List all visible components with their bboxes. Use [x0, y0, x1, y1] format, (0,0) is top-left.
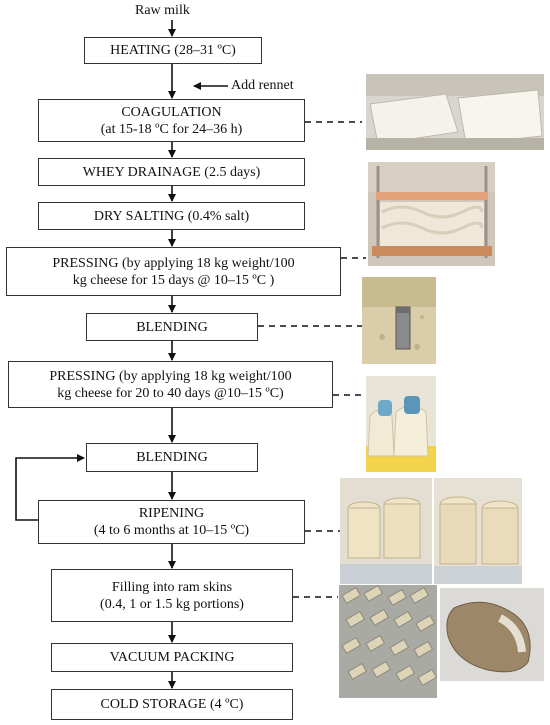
step-whey-drainage: WHEY DRAINAGE (2.5 days) [38, 158, 305, 186]
step-heating-label: HEATING (28–31 ºC) [110, 43, 236, 58]
step-filling-label: Filling into ram skins [111, 579, 233, 595]
step-dry-salting-label: DRY SALTING (0.4% salt) [93, 208, 250, 224]
step-heating: HEATING (28–31 ºC) [84, 37, 262, 64]
step-whey-drainage-label: WHEY DRAINAGE (2.5 days) [82, 164, 261, 180]
raw-milk-label: Raw milk [135, 3, 190, 18]
whey-drainage-rack-photo [368, 162, 495, 266]
step-ripening-label: RIPENING [138, 506, 205, 521]
ram-skin-portions-photo [339, 585, 437, 698]
step-filling-ram-skins: Filling into ram skins (0.4, 1 or 1.5 kg… [51, 569, 293, 622]
step-blending-2-label: BLENDING [136, 450, 208, 465]
pressing-weights-photo [366, 376, 436, 472]
step-pressing-1: PRESSING (by applying 18 kg weight/100 k… [6, 247, 341, 296]
step-filling-detail: (0.4, 1 or 1.5 kg portions) [100, 596, 244, 612]
step-pressing-2: PRESSING (by applying 18 kg weight/100 k… [8, 361, 333, 408]
step-cold-storage-label: COLD STORAGE (4 ºC) [100, 697, 244, 712]
ripening-cheeses-photo [340, 478, 432, 584]
step-cold-storage: COLD STORAGE (4 ºC) [51, 689, 293, 720]
step-pressing-1-detail: kg cheese for 15 days @ 10–15 ºC ) [72, 272, 275, 288]
step-pressing-2-label: PRESSING (by applying 18 kg weight/100 [49, 368, 292, 384]
step-vacuum-packing: VACUUM PACKING [51, 643, 293, 672]
step-pressing-2-detail: kg cheese for 20 to 40 days @10–15 ºC) [57, 385, 284, 401]
step-ripening: RIPENING (4 to 6 months at 10–15 ºC) [38, 500, 305, 544]
step-blending-2: BLENDING [86, 443, 258, 472]
ripening-cheeses-photo-2 [434, 478, 522, 584]
step-coagulation-label: COAGULATION [121, 104, 222, 120]
step-coagulation: COAGULATION (at 15-18 ºC for 24–36 h) [38, 99, 305, 142]
step-ripening-detail: (4 to 6 months at 10–15 ºC) [93, 523, 250, 538]
blending-curd-photo [362, 277, 436, 364]
flow-arrows [15, 20, 228, 689]
step-blending-1-label: BLENDING [136, 319, 208, 335]
step-pressing-1-label: PRESSING (by applying 18 kg weight/100 [52, 255, 295, 271]
step-coagulation-detail: (at 15-18 ºC for 24–36 h) [100, 121, 243, 137]
step-vacuum-packing-label: VACUUM PACKING [109, 650, 235, 665]
step-blending-1: BLENDING [86, 313, 258, 341]
coagulation-vats-photo [366, 74, 544, 150]
photo-leaders [258, 121, 366, 598]
add-rennet-label: Add rennet [231, 78, 294, 93]
step-dry-salting: DRY SALTING (0.4% salt) [38, 202, 305, 230]
ram-skin-cheese-closeup-photo [440, 588, 544, 681]
